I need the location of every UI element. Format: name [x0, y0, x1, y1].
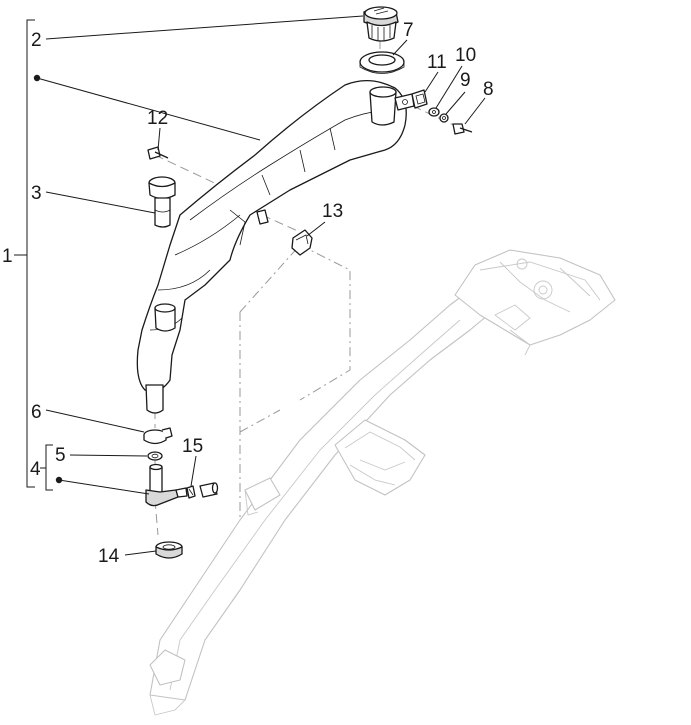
washer-10 [428, 107, 440, 117]
grommet [155, 541, 183, 559]
callout-2: 2 [31, 30, 42, 51]
leader-lines [14, 15, 486, 556]
callout-labels: 1 2 3 4 5 6 7 8 9 10 11 12 13 14 15 [2, 20, 494, 567]
bracket-11 [411, 89, 428, 109]
screw-12 [147, 146, 169, 160]
o-ring [147, 451, 163, 461]
callout-8: 8 [483, 79, 494, 100]
plug-cap [148, 176, 176, 228]
hose-clip-15 [186, 482, 219, 499]
callout-6: 6 [31, 402, 42, 423]
callout-12: 12 [147, 108, 168, 129]
chassis-frame [149, 244, 616, 716]
callout-14: 14 [98, 546, 120, 567]
callout-15: 15 [182, 436, 203, 457]
screw-8 [452, 123, 473, 135]
callout-9: 9 [460, 70, 471, 91]
callout-13: 13 [322, 201, 343, 222]
callout-4: 4 [30, 459, 41, 480]
coolant-tank [136, 80, 415, 414]
callout-7: 7 [403, 20, 414, 41]
hose-clamp [143, 427, 173, 445]
callout-10: 10 [455, 45, 476, 66]
callout-1: 1 [2, 246, 13, 267]
filler-cap [363, 6, 399, 42]
outlet-elbow [145, 463, 188, 507]
callout-3: 3 [31, 183, 42, 204]
seal-ring [359, 51, 405, 74]
washer-9 [439, 113, 449, 123]
clip-13 [291, 229, 313, 256]
callout-5: 5 [55, 445, 66, 466]
callout-11: 11 [427, 52, 447, 73]
